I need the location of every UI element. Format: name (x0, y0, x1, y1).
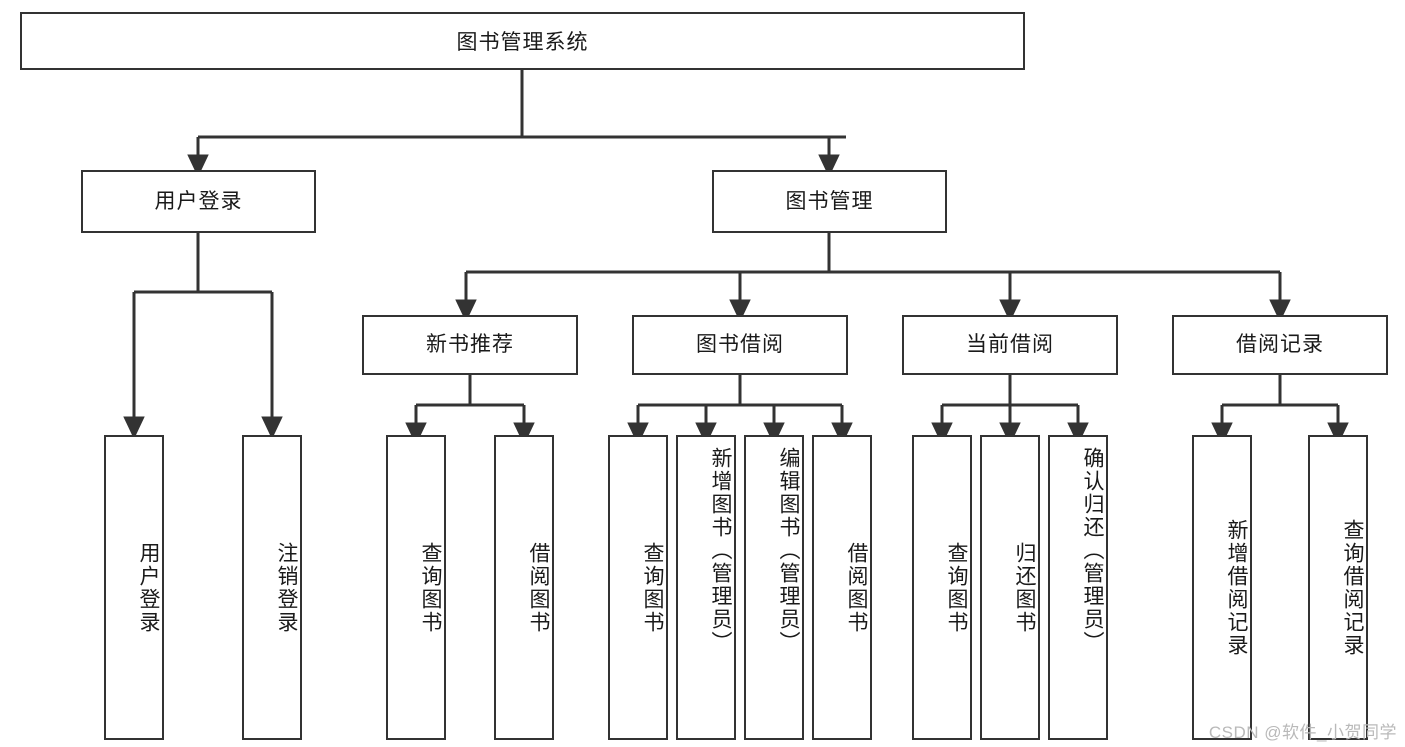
node-label: 新书推荐 (426, 333, 514, 357)
node-label: 查询图书 (419, 541, 442, 634)
node-label: 借阅图书 (845, 541, 868, 634)
leaf-query-book-recommend[interactable]: 查询图书 (386, 435, 446, 740)
leaf-query-book-borrow[interactable]: 查询图书 (608, 435, 668, 740)
node-label: 借阅图书 (527, 541, 550, 634)
node-label: 图书借阅 (696, 333, 784, 357)
node-label: 查询图书 (945, 541, 968, 634)
node-label: 注销登录 (275, 541, 298, 634)
node-label: 归还图书 (1013, 541, 1036, 634)
node-new-book-recommend[interactable]: 新书推荐 (362, 315, 578, 375)
leaf-query-book-current[interactable]: 查询图书 (912, 435, 972, 740)
node-current-borrow[interactable]: 当前借阅 (902, 315, 1118, 375)
leaf-user-login[interactable]: 用户登录 (104, 435, 164, 740)
node-label: 新增图书（管理员） (709, 447, 732, 654)
node-user-login[interactable]: 用户登录 (81, 170, 316, 233)
node-label: 查询借阅记录 (1341, 518, 1364, 657)
node-label: 用户登录 (154, 189, 243, 213)
node-label: 新增借阅记录 (1225, 518, 1248, 657)
node-label: 借阅记录 (1236, 333, 1324, 357)
node-label: 确认归还（管理员） (1081, 447, 1104, 654)
node-book-manage[interactable]: 图书管理 (712, 170, 947, 233)
node-label: 图书管理系统 (456, 31, 589, 54)
node-label: 编辑图书（管理员） (777, 447, 800, 654)
leaf-edit-book[interactable]: 编辑图书（管理员） (744, 435, 804, 740)
leaf-add-borrow-record[interactable]: 新增借阅记录 (1192, 435, 1252, 740)
leaf-confirm-return[interactable]: 确认归还（管理员） (1048, 435, 1108, 740)
leaf-borrow-book[interactable]: 借阅图书 (812, 435, 872, 740)
node-book-borrow[interactable]: 图书借阅 (632, 315, 848, 375)
node-label: 查询图书 (641, 541, 664, 634)
node-root-system[interactable]: 图书管理系统 (20, 12, 1025, 70)
node-label: 图书管理 (785, 189, 874, 213)
leaf-borrow-book-recommend[interactable]: 借阅图书 (494, 435, 554, 740)
leaf-add-book[interactable]: 新增图书（管理员） (676, 435, 736, 740)
node-label: 当前借阅 (966, 333, 1054, 357)
leaf-query-borrow-record[interactable]: 查询借阅记录 (1308, 435, 1368, 740)
csdn-watermark: CSDN @软件_小贺同学 (1208, 723, 1397, 742)
leaf-return-book[interactable]: 归还图书 (980, 435, 1040, 740)
node-label: 用户登录 (137, 541, 160, 634)
leaf-logout-login[interactable]: 注销登录 (242, 435, 302, 740)
node-borrow-record[interactable]: 借阅记录 (1172, 315, 1388, 375)
